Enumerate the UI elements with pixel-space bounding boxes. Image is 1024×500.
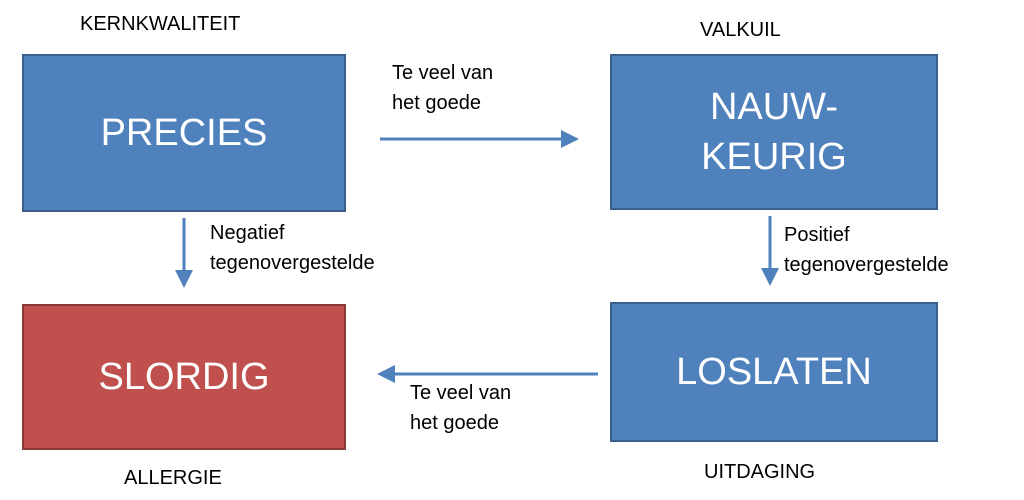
edge-label-right: Positief tegenovergestelde	[784, 224, 949, 276]
nauwkeurig-box: NAUW- KEURIG	[610, 54, 938, 210]
precies-box: PRECIES	[22, 54, 346, 212]
kernkwaliteit-label: KERNKWALITEIT	[80, 13, 241, 35]
allergie-label: ALLERGIE	[124, 467, 222, 489]
edge-label-left: Negatief tegenovergestelde	[210, 222, 375, 274]
uitdaging-label: UITDAGING	[704, 461, 816, 483]
slordig-box: SLORDIG	[22, 304, 346, 450]
edge-label-top: Te veel van het goede	[392, 62, 494, 114]
edge-label-bottom: Te veel van het goede	[410, 382, 512, 434]
loslaten-box: LOSLATEN	[610, 302, 938, 442]
valkuil-label: VALKUIL	[700, 19, 781, 41]
